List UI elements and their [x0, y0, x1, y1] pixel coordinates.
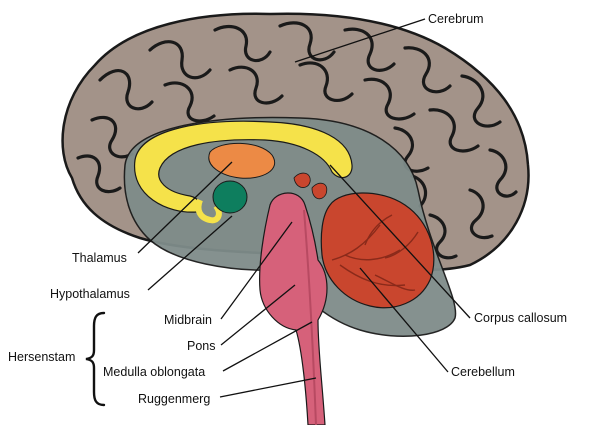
hersenstam-brace	[86, 313, 104, 405]
label-cerebellum: Cerebellum	[451, 365, 515, 379]
hypothalamus	[213, 181, 247, 213]
label-hersenstam: Hersenstam	[8, 350, 75, 364]
leader-ruggenmerg	[220, 378, 316, 397]
label-hypothalamus: Hypothalamus	[50, 287, 130, 301]
label-thalamus: Thalamus	[72, 251, 127, 265]
label-midbrain: Midbrain	[164, 313, 212, 327]
label-corpus-callosum: Corpus callosum	[474, 311, 567, 325]
label-medulla: Medulla oblongata	[103, 365, 205, 379]
label-cerebrum: Cerebrum	[428, 12, 484, 26]
label-pons: Pons	[187, 339, 216, 353]
leader-medulla	[223, 322, 312, 371]
label-ruggenmerg: Ruggenmerg	[138, 392, 210, 406]
colliculi	[312, 183, 327, 199]
